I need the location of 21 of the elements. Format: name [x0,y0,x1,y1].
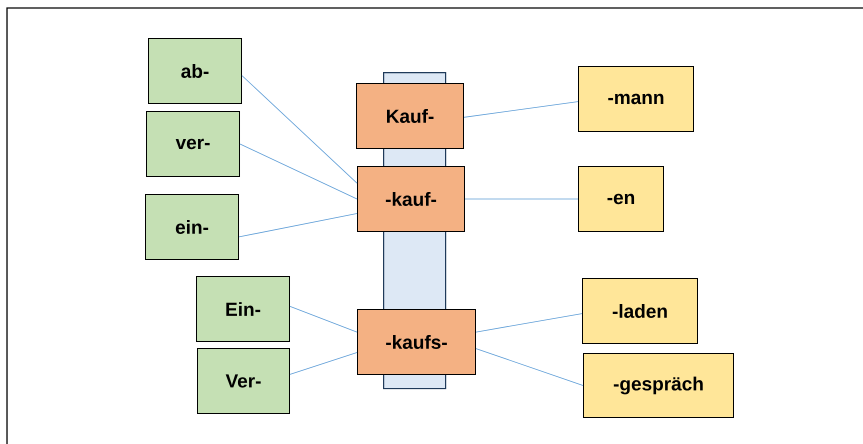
morpheme-box: ab- [148,38,242,104]
connector-line [476,313,582,332]
connector-line [464,198,578,200]
morpheme-box: Ein- [196,276,290,342]
connector-line [476,348,584,386]
connector-line [290,306,358,332]
morpheme-box: ein- [145,194,239,260]
morpheme-box: Kauf- [356,83,464,149]
connector-line [240,144,358,200]
connector-line [290,352,358,375]
connector-line [238,213,358,238]
morpheme-box: -mann [578,66,694,132]
morpheme-box: Ver- [197,348,290,414]
connector-line [242,75,358,184]
morpheme-box: -laden [582,278,698,344]
morpheme-box: -gespräch [583,352,734,418]
connector-line [464,101,578,118]
morpheme-box: ver- [146,111,240,177]
morpheme-box: -kaufs- [357,308,476,375]
morpheme-box: -kauf- [357,166,465,232]
morpheme-box: -en [578,166,664,232]
